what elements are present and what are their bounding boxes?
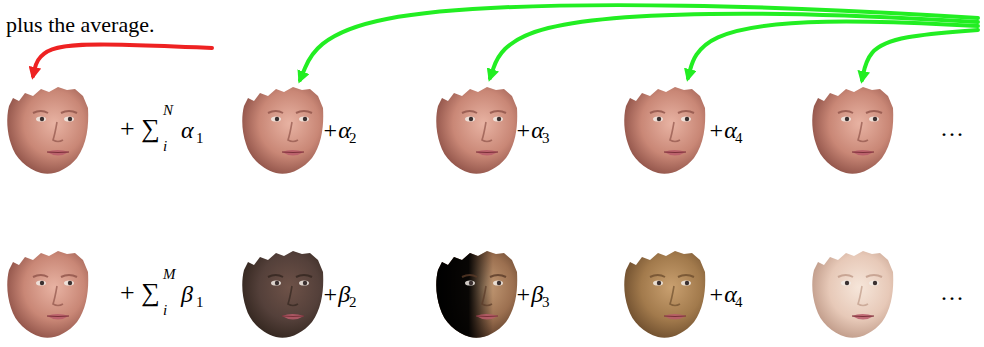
green-arrow <box>300 5 978 80</box>
coefficient: +α <box>322 118 351 142</box>
coefficient: β <box>181 282 193 306</box>
face-image <box>242 251 323 338</box>
face-image <box>7 251 88 338</box>
coefficient: +β <box>515 282 543 306</box>
subscript: i <box>163 303 167 318</box>
ellipsis: ··· <box>940 286 964 310</box>
face-image <box>436 251 517 338</box>
caption-text: plus the average. <box>6 14 154 36</box>
subscript: 1 <box>196 131 204 146</box>
superscript: M <box>163 267 176 282</box>
green-arrow <box>862 30 978 80</box>
operator: + ∑ <box>120 280 160 306</box>
face-image <box>242 87 323 174</box>
face-image <box>624 251 705 338</box>
subscript: 4 <box>735 131 743 146</box>
coefficient: +β <box>322 282 350 306</box>
green-arrow <box>490 14 978 78</box>
subscript: 2 <box>349 131 357 146</box>
subscript: 4 <box>735 295 743 310</box>
face-image <box>624 87 705 174</box>
coefficient: +α <box>708 118 737 142</box>
face-image <box>812 251 893 338</box>
subscript: i <box>163 139 167 154</box>
subscript: 2 <box>349 295 357 310</box>
coefficient: +α <box>515 118 544 142</box>
coefficient: α <box>181 118 194 142</box>
operator: + ∑ <box>120 116 160 142</box>
face-image <box>812 87 893 174</box>
face-image <box>7 87 88 174</box>
subscript: 1 <box>196 295 204 310</box>
coefficient: +α <box>708 282 737 306</box>
subscript: 3 <box>542 295 550 310</box>
red-arrow <box>33 44 212 76</box>
superscript: N <box>163 103 173 118</box>
green-arrow <box>688 21 978 78</box>
face-image <box>436 87 517 174</box>
ellipsis: ··· <box>940 122 964 146</box>
subscript: 3 <box>542 131 550 146</box>
